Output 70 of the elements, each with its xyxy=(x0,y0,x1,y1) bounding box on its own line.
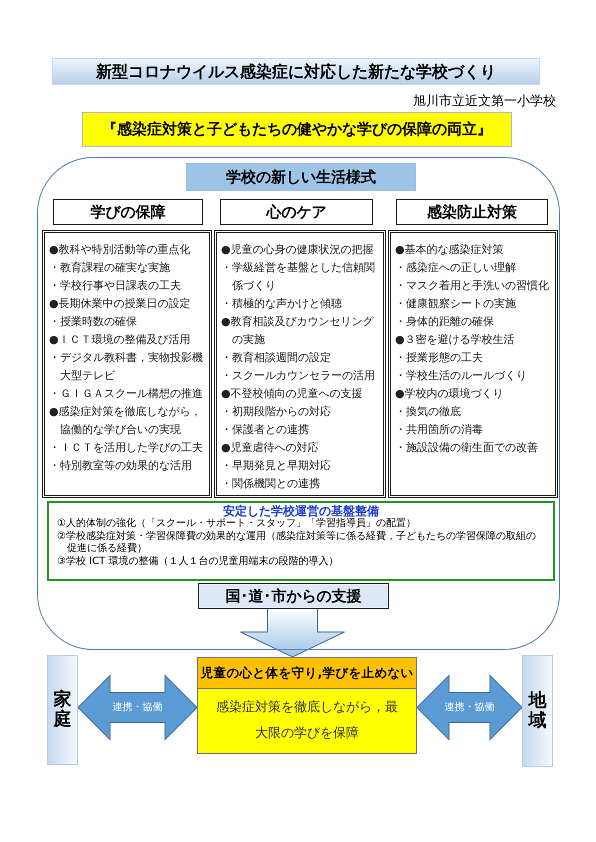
list-panel xyxy=(214,230,386,498)
title-banner: 新型コロナウイルス感染症に対応した新たな学校づくり xyxy=(52,58,540,85)
list-item: ●３密を避ける学校生活 xyxy=(395,332,516,348)
list-item: ・ＧＩＧＡスクール構想の推進 xyxy=(49,386,204,402)
list-item: ③学校 ICT 環境の整備（１人１台の児童用端末の段階的導入） xyxy=(57,556,340,568)
column-heading: 学びの保障 xyxy=(90,202,166,223)
column-header xyxy=(53,199,203,225)
edge-label: 連携・協働 xyxy=(112,702,162,714)
list-item: ・保護者との連携 xyxy=(221,422,310,438)
list-item: ・教育課程の確実な実施 xyxy=(49,260,171,276)
list-item: ・施設設備の衛生面での改善 xyxy=(395,440,539,456)
list-item: ・早期発見と早期対応 xyxy=(221,458,332,474)
banner-heading: 児童の心と体を守り,学びを止めない xyxy=(198,658,416,689)
vertical-label: 地域 xyxy=(528,691,546,731)
list-item: ●学校内の環境づくり xyxy=(395,386,505,402)
list-item: ・学校生活のルールづくり xyxy=(395,368,528,384)
list-item: ・健康観察シートの実施 xyxy=(395,296,517,312)
list-item: ●児童の心身の健康状況の把握 xyxy=(221,242,375,258)
column-header xyxy=(220,199,373,225)
list-item: ・初期段階からの対応 xyxy=(221,404,332,420)
result-box xyxy=(197,657,417,754)
info-panel xyxy=(47,501,555,581)
column-heading: 感染防止対策 xyxy=(427,202,517,223)
vertical-label: 家庭 xyxy=(54,690,72,730)
list-item: ●児童虐待への対応 xyxy=(221,440,320,456)
section-heading: 安定した学校運営の基盤整備 xyxy=(222,504,380,518)
list-item: ・授業時数の確保 xyxy=(49,314,138,330)
list-item: ・身体的距離の確保 xyxy=(395,314,495,330)
list-panel xyxy=(388,230,558,498)
list-item: ●長期休業中の授業日の設定 xyxy=(49,296,192,312)
side-panel xyxy=(47,655,78,765)
heading-text: 国･道･市からの支援 xyxy=(226,586,362,607)
list-item: ・ＩＣＴを活用した学びの工夫 xyxy=(49,440,204,456)
list-item: ・マスク着用と手洗いの習慣化 xyxy=(395,278,550,294)
list-item: ・関係機関との連携 xyxy=(221,476,321,492)
rounded-frame xyxy=(37,157,560,650)
list-item: ・換気の徹底 xyxy=(395,404,462,420)
block-arrow xyxy=(77,674,198,741)
list-item: ●感染症対策を徹底しながら，協働的な学び合いの実現 xyxy=(49,404,203,438)
list-item: ・共用箇所の消毒 xyxy=(395,422,484,438)
section-banner xyxy=(186,163,416,191)
block-arrow xyxy=(240,608,345,658)
theme-text: 『感染症対策と子どもたちの健やかな学びの保障の両立』 xyxy=(102,119,492,140)
list-item: ・デジタル教科書，実物投影機大型テレビ xyxy=(49,350,204,384)
list-item: ・教育相談週間の設定 xyxy=(221,350,332,366)
list-item: ②学校感染症対策・学習保障費の効果的な運用（感染症対策等に係る経費，子どもたちの学習保障の取組の促進に係る経費） xyxy=(57,530,537,556)
column-header xyxy=(396,199,548,225)
theme-banner xyxy=(82,112,512,147)
body-text: 感染症対策を徹底しながら，最大限の学びを保障 xyxy=(215,699,399,743)
column-heading: 心のケア xyxy=(266,202,326,223)
list-item: ●教科や特別活動等の重点化 xyxy=(49,242,192,258)
list-item: ・感染症への正しい理解 xyxy=(395,260,517,276)
list-item: ①人的体制の強化（「スクール・サポート・スタッフ」「学習指導員」の配置） xyxy=(57,518,417,530)
list-item: ・学級経営を基盤とした信頼関係づくり xyxy=(221,260,376,294)
list-item: ●基本的な感染症対策 xyxy=(395,242,505,258)
list-item: ・積極的な声かけと傾聴 xyxy=(221,296,343,312)
list-item: ・授業形態の工夫 xyxy=(395,350,484,366)
side-panel xyxy=(522,655,553,767)
block-arrow xyxy=(416,674,523,741)
list-item: ●不登校傾向の児童への支援 xyxy=(221,386,364,402)
list-item: ・学校行事や日課表の工夫 xyxy=(49,278,182,294)
school-name: 旭川市立近文第一小学校 xyxy=(413,93,556,111)
list-panel xyxy=(42,230,212,498)
list-item: ●ＩＣＴ環境の整備及び活用 xyxy=(49,332,192,348)
heading-text: 学校の新しい生活様式 xyxy=(226,166,376,188)
edge-label: 連携・協働 xyxy=(444,702,494,714)
list-item: ・特別教室等の効果的な活用 xyxy=(49,458,193,474)
list-item: ・スクールカウンセラーの活用 xyxy=(221,368,376,384)
list-item: ●教育相談及びカウンセリングの実施 xyxy=(221,314,375,348)
support-banner xyxy=(198,583,389,609)
